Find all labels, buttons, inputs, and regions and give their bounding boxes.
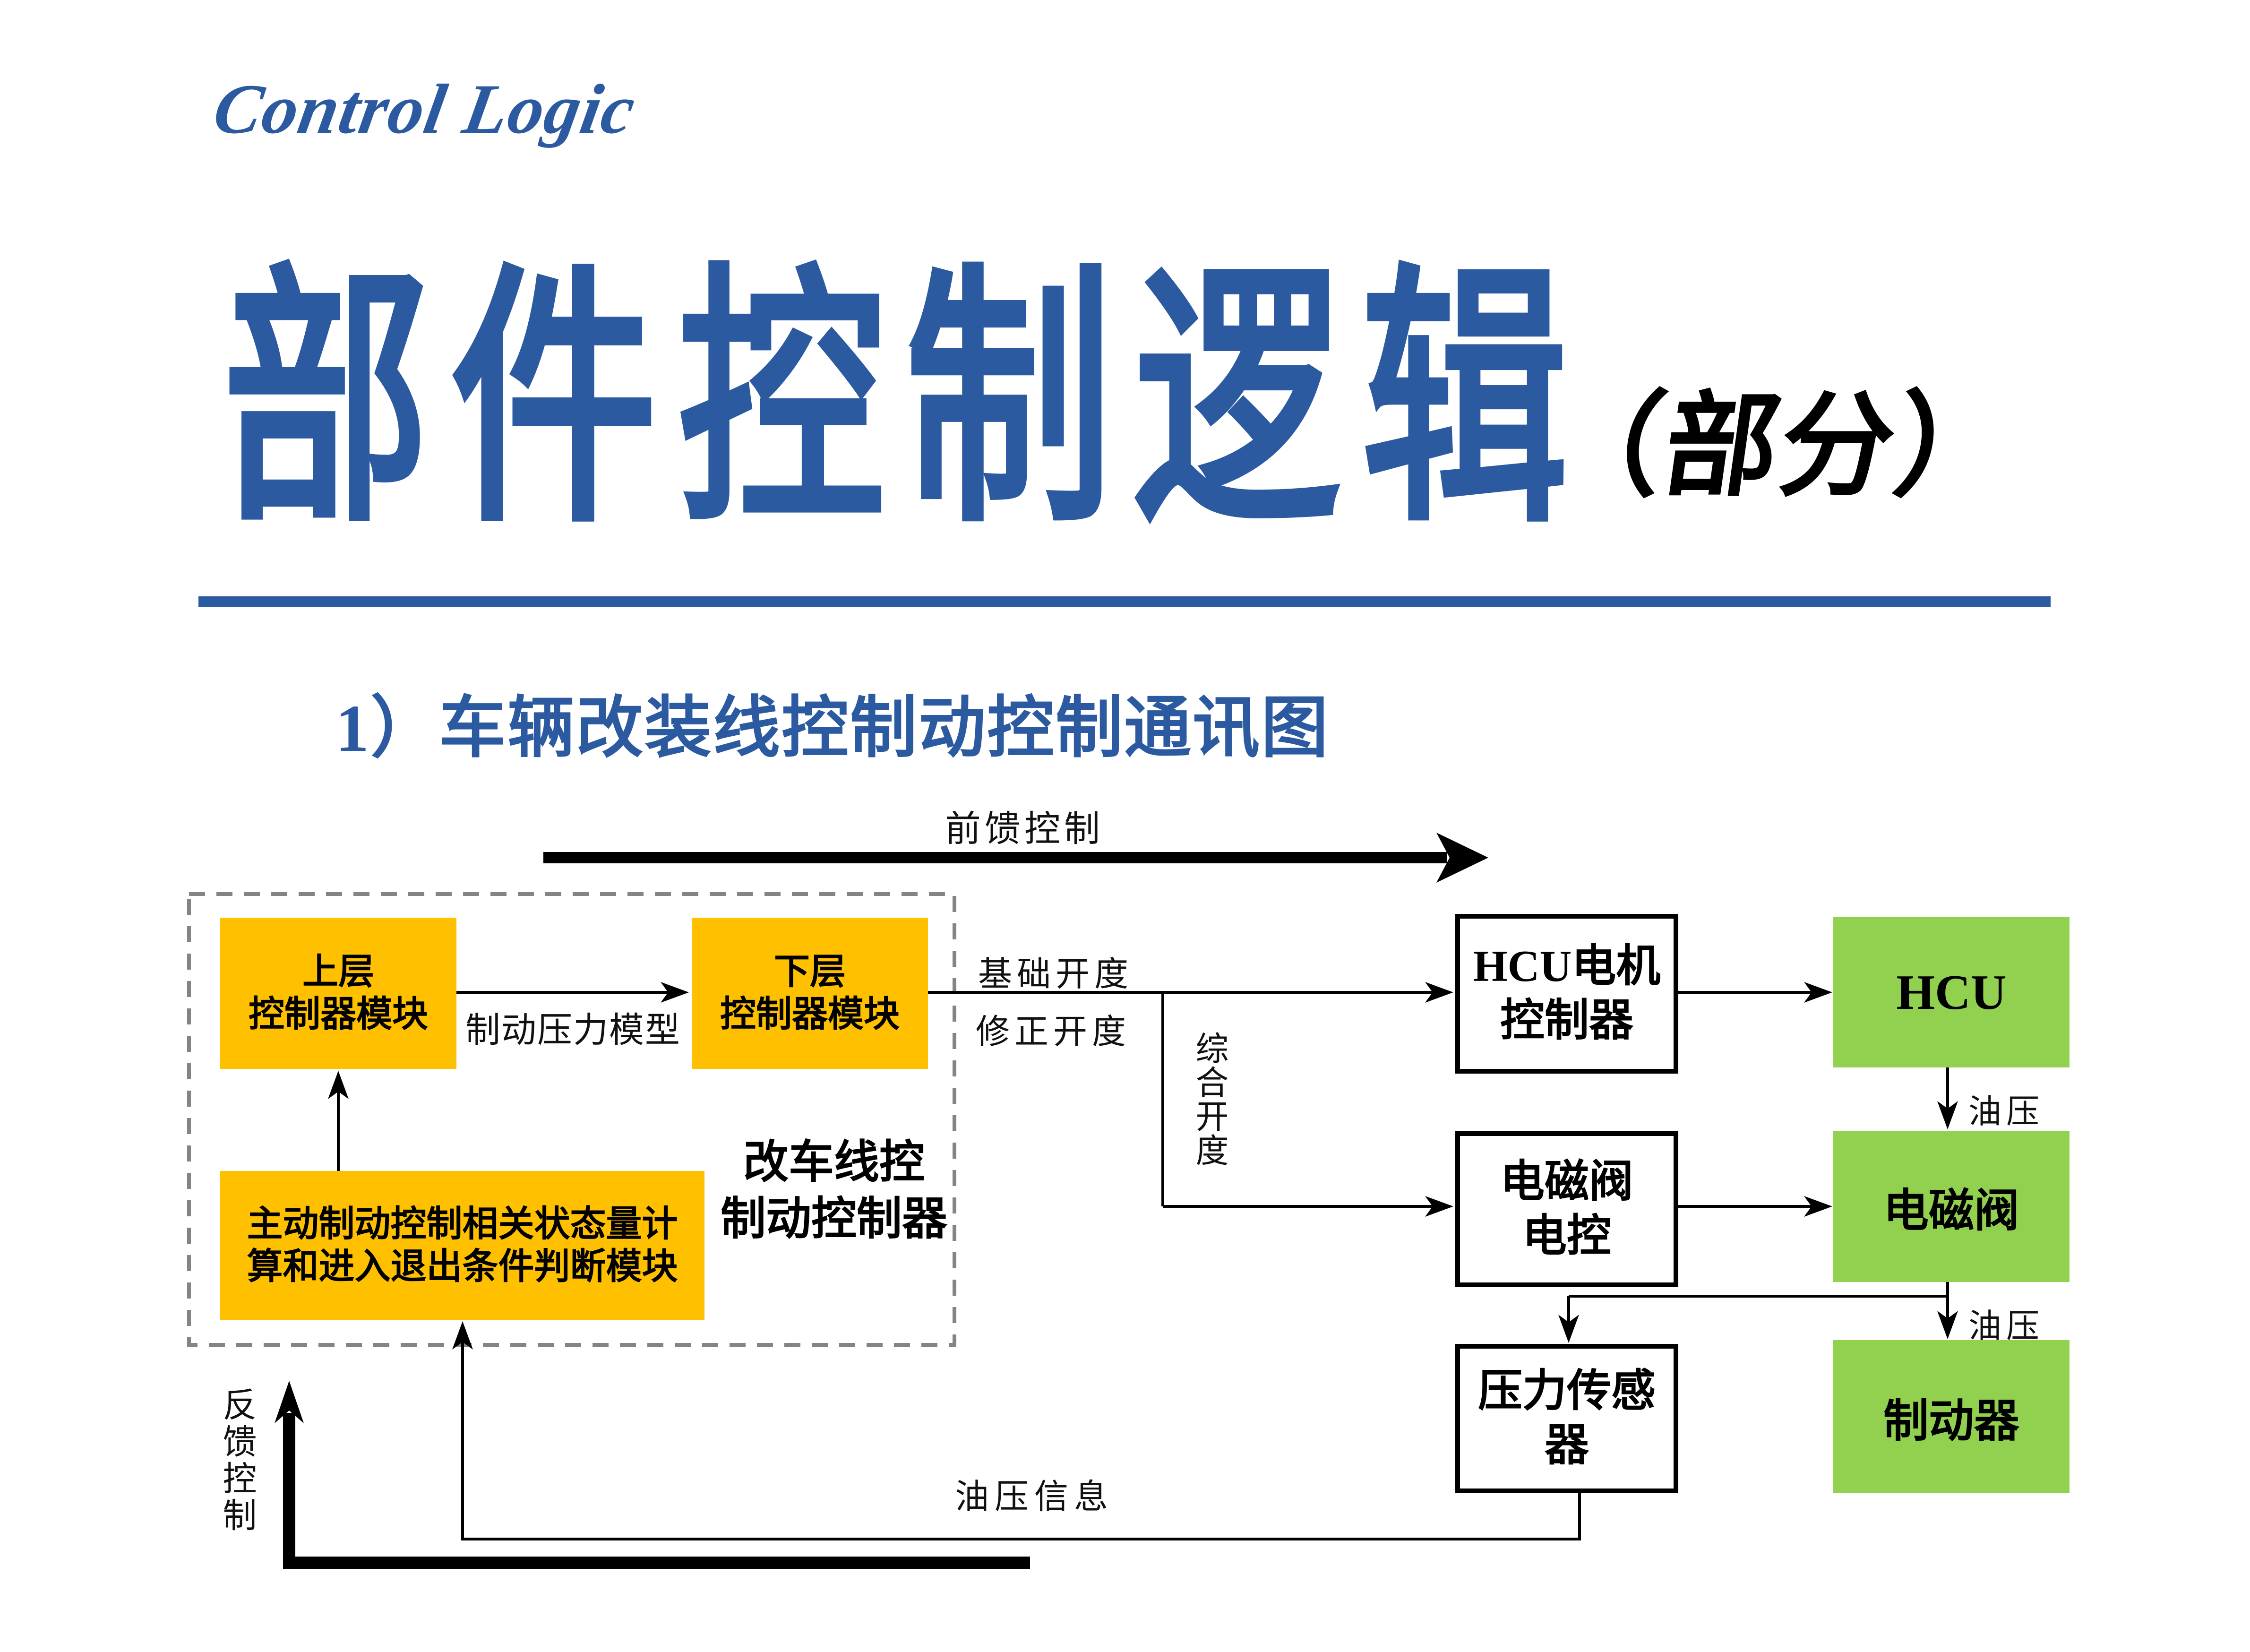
brake-box: 制动器 [1833,1340,2070,1493]
feedforward-label: 前馈控制 [945,809,1104,849]
hcu-box: HCU [1833,917,2070,1067]
pressure-sensor-box: 压力传感 器 [1455,1344,1678,1493]
oil-pressure-info-label: 油压信息 [955,1478,1114,1516]
base-opening-label: 基础开度 [978,955,1134,993]
section-heading: 1）车辆改装线控制动控制通讯图 [335,691,1330,766]
solenoid-valve-box: 电磁阀 [1833,1131,2070,1282]
lower-controller-module-box: 下层 控制器模块 [692,918,928,1069]
oil-pressure-label-1: 油压 [1968,1094,2044,1130]
combined-opening-label: 综合开度 [1191,1031,1227,1167]
lower-controller-line2: 控制器模块 [720,994,900,1034]
state-module-line2: 算和进入退出条件判断模块 [247,1246,678,1287]
divider-line [198,596,2051,607]
upper-controller-module-box: 上层 控制器模块 [220,918,456,1069]
state-calculation-module-box: 主动制动控制相关状态量计 算和进入退出条件判断模块 [220,1171,704,1320]
corrected-opening-label: 修正开度 [976,1013,1131,1051]
solenoid-valve-controller-box: 电磁阀 电控 [1455,1131,1678,1287]
oil-pressure-label-2: 油压 [1968,1308,2044,1345]
feedback-control-label: 反馈控制 [217,1387,255,1534]
upper-controller-line1: 上层 [302,952,374,992]
container-label: 改车线控 制动控制器 [721,1137,947,1244]
upper-controller-line2: 控制器模块 [249,994,428,1034]
state-module-line1: 主动制动控制相关状态量计 [247,1204,678,1244]
lower-controller-line1: 下层 [774,952,846,992]
brake-pressure-model-label: 制动压力模型 [465,1011,681,1050]
page-title: 部件控制逻辑 [222,251,1589,555]
hcu-motor-controller-box: HCU电机 控制器 [1455,914,1678,1074]
